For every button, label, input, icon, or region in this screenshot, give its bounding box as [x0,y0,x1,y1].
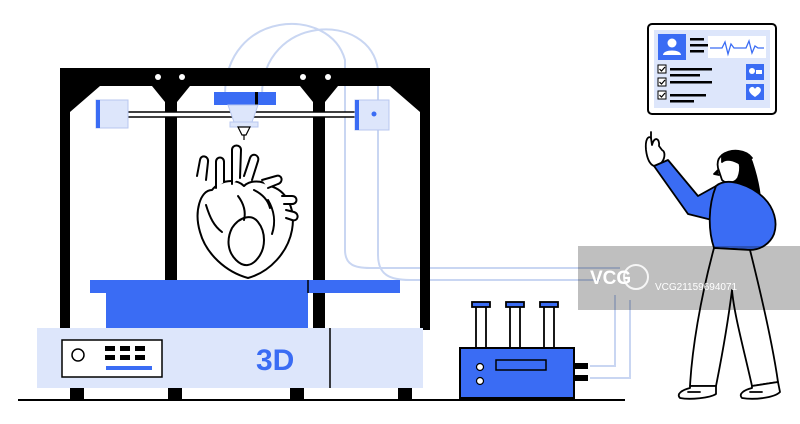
health-monitor [647,23,777,115]
heart-model-icon [196,144,299,279]
woman-figure [644,131,781,400]
watermark-id: VCG21159694071 [655,282,738,293]
cables [224,22,631,379]
watermark-logo-icon [623,264,649,290]
heart-rate-icon [710,38,764,57]
gantry-left-block [95,99,129,129]
heart-icon [749,86,761,97]
test-tube-rack [459,301,588,399]
3d-printer: 3D [37,68,430,399]
print-head [214,92,276,140]
print-bed-base [106,293,308,329]
watermark-logo: VCG [590,268,631,289]
pills-icon [746,64,764,80]
printer-inner-left-pillar [165,68,177,330]
printer-top-beam [60,68,430,86]
printer-label: 3D [256,344,294,377]
user-avatar-icon [663,38,681,55]
printer-right-pillar [420,68,430,330]
printer-inner-right-pillar [313,68,325,330]
checkbox-icon [657,64,667,100]
print-bed [90,280,400,293]
watermark: VCG VCG21159694071 [578,246,800,310]
printer-left-pillar [60,68,70,330]
dial-icon [71,348,85,362]
lab-device [459,347,575,399]
